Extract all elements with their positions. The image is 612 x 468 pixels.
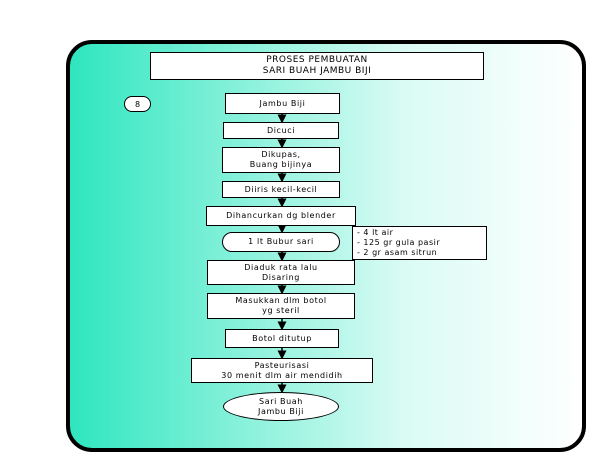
- step-label: Sari Buah Jambu Biji: [258, 396, 304, 416]
- ingredient-item: - 4 lt air: [357, 228, 394, 237]
- step-label: Pasteurisasi 30 menit dlm air mendidih: [221, 360, 343, 380]
- step-sari-buah-end: Sari Buah Jambu Biji: [223, 392, 339, 421]
- step-botol-ditutup: Botol ditutup: [225, 329, 339, 348]
- title-line-1: PROSES PEMBUATAN: [266, 55, 368, 65]
- step-label: 1 lt Bubur sari: [248, 237, 314, 246]
- page-number-badge: 8: [124, 96, 151, 112]
- step-label: Dikupas, Buang bijinya: [249, 150, 313, 169]
- step-dicuci: Dicuci: [223, 122, 339, 139]
- step-label: Botol ditutup: [252, 333, 312, 343]
- step-label: Dicuci: [266, 125, 296, 135]
- step-dihancurkan: Dihancurkan dg blender: [206, 206, 356, 226]
- step-dikupas: Dikupas, Buang bijinya: [222, 147, 340, 173]
- step-pasteurisasi: Pasteurisasi 30 menit dlm air mendidih: [191, 358, 373, 383]
- step-masukkan: Masukkan dlm botol yg steril: [207, 293, 355, 319]
- ingredient-item: - 2 gr asam sitrun: [357, 248, 438, 257]
- step-label: Diaduk rata lalu Disaring: [244, 262, 318, 282]
- step-diaduk: Diaduk rata lalu Disaring: [207, 260, 355, 285]
- diagram-title: PROSES PEMBUATAN SARI BUAH JAMBU BIJI: [150, 52, 484, 80]
- page-number: 8: [134, 99, 141, 109]
- ingredient-item: - 125 gr gula pasir: [357, 238, 441, 247]
- step-diiris: Diiris kecil-kecil: [222, 181, 340, 198]
- step-jambu-biji: Jambu Biji: [225, 93, 340, 114]
- title-line-2: SARI BUAH JAMBU BIJI: [262, 66, 372, 76]
- step-bubur-sari: 1 lt Bubur sari: [222, 232, 340, 252]
- step-label: Jambu Biji: [259, 98, 306, 108]
- step-label: Dihancurkan dg blender: [226, 211, 336, 220]
- ingredients-note: - 4 lt air - 125 gr gula pasir - 2 gr as…: [352, 226, 487, 260]
- step-label: Masukkan dlm botol yg steril: [235, 296, 327, 315]
- step-label: Diiris kecil-kecil: [244, 184, 318, 194]
